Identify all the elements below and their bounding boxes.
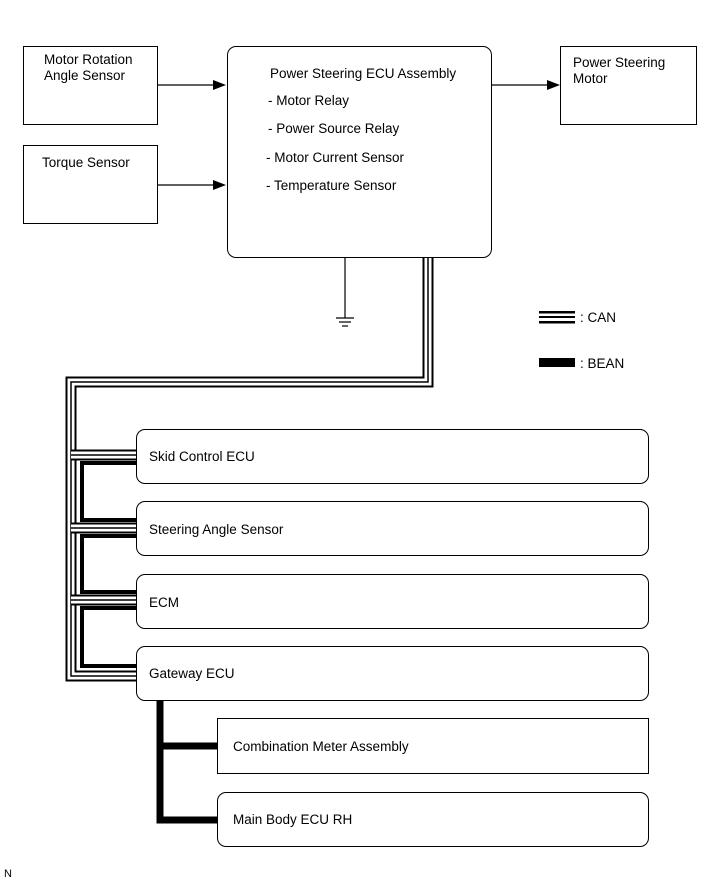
skid-control-ecu-box: Skid Control ECU bbox=[136, 429, 649, 484]
torque-sensor-box: Torque Sensor bbox=[23, 145, 158, 224]
ecu-item-temperature-sensor: - Temperature Sensor bbox=[266, 178, 397, 193]
legend-can-label: : CAN bbox=[580, 310, 617, 325]
ecu-assembly-title: Power Steering ECU Assembly bbox=[270, 66, 457, 81]
ecm-label: ECM bbox=[149, 595, 179, 610]
motor-rotation-angle-sensor-label: Motor Rotation Angle Sensor bbox=[44, 52, 133, 83]
steering-angle-sensor-label: Steering Angle Sensor bbox=[149, 522, 284, 537]
gateway-ecu-box: Gateway ECU bbox=[136, 646, 649, 701]
torque-sensor-label: Torque Sensor bbox=[42, 155, 130, 170]
gateway-ecu-label: Gateway ECU bbox=[149, 666, 235, 681]
combination-meter-assembly-label: Combination Meter Assembly bbox=[233, 739, 409, 754]
main-body-ecu-rh-box: Main Body ECU RH bbox=[217, 792, 649, 847]
ecm-box: ECM bbox=[136, 574, 649, 629]
legend-bean-label: : BEAN bbox=[580, 356, 625, 371]
combination-meter-assembly-box: Combination Meter Assembly bbox=[217, 718, 649, 774]
power-steering-motor-box: Power Steering Motor bbox=[560, 46, 697, 125]
main-body-ecu-rh-label: Main Body ECU RH bbox=[233, 812, 353, 827]
bean-bus bbox=[156, 700, 218, 824]
motor-rotation-angle-sensor-box: Motor Rotation Angle Sensor bbox=[23, 46, 158, 125]
footer-code: N bbox=[4, 868, 12, 880]
ecu-item-motor-relay: - Motor Relay bbox=[268, 93, 350, 108]
power-steering-ecu-assembly-box: Power Steering ECU Assembly - Motor Rela… bbox=[227, 46, 492, 258]
ecu-item-motor-current-sensor: - Motor Current Sensor bbox=[266, 150, 405, 165]
ecu-item-power-source-relay: - Power Source Relay bbox=[268, 121, 400, 136]
steering-angle-sensor-box: Steering Angle Sensor bbox=[136, 501, 649, 556]
can-bus bbox=[65, 258, 434, 682]
skid-control-ecu-label: Skid Control ECU bbox=[149, 449, 255, 464]
signal-arrows bbox=[157, 80, 560, 190]
legend-symbols bbox=[539, 311, 575, 367]
power-steering-motor-label: Power Steering Motor bbox=[573, 55, 666, 86]
ground-icon bbox=[336, 258, 354, 327]
